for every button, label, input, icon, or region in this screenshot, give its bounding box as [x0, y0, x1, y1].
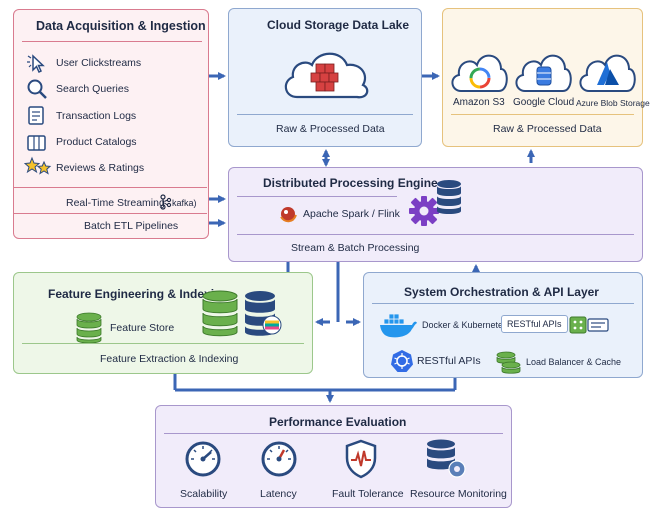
feature-engineering-panel: Feature Engineering & Indexing Feature S…	[13, 272, 313, 374]
provider-azure-blob: Azure Blob Storage	[576, 98, 650, 108]
metric-scalability: Scalability	[180, 488, 228, 500]
spark-flink-icon	[280, 207, 297, 223]
cloud-storage-icon	[284, 52, 369, 99]
search-icon	[27, 79, 47, 99]
kafka-text: kafka	[172, 198, 194, 208]
batch-etl-label: Batch ETL Pipelines	[84, 220, 179, 232]
metric-fault-tolerance: Fault Tolerance	[332, 488, 404, 500]
gauge-icon	[261, 441, 297, 477]
speedometer-icon	[185, 441, 221, 477]
cloud-caption: Raw & Processed Data	[493, 123, 602, 135]
restful-badge: RESTful APIs	[501, 315, 568, 333]
shield-icon	[345, 439, 377, 479]
acquisition-title: Data Acquisition & Ingestion	[36, 19, 206, 33]
item-user-clickstreams: User Clickstreams	[56, 57, 142, 69]
cloud-providers-panel: Amazon S3 Google Cloud Azure Blob Storag…	[442, 8, 650, 147]
gear-icon	[409, 196, 439, 226]
item-reviews-ratings: Reviews & Ratings	[56, 162, 145, 174]
lake-title: Cloud Storage Data Lake	[267, 18, 410, 32]
database-icon	[437, 180, 461, 214]
data-lake-panel: Cloud Storage Data Lake Raw & Processed …	[228, 8, 422, 147]
index-database-icon	[245, 291, 282, 336]
server-gear-icon	[427, 439, 466, 478]
item-product-catalogs: Product Catalogs	[56, 136, 137, 148]
kafka-label: kafka)	[172, 198, 197, 208]
item-transaction-logs: Transaction Logs	[56, 110, 137, 122]
orchestration-title: System Orchestration & API Layer	[404, 285, 599, 299]
api-module-icon	[569, 316, 609, 334]
metric-latency: Latency	[260, 488, 297, 500]
performance-title: Performance Evaluation	[269, 415, 407, 429]
lake-caption: Raw & Processed Data	[276, 123, 385, 135]
kubernetes-icon	[391, 350, 413, 372]
feature-caption: Feature Extraction & Indexing	[100, 353, 239, 365]
real-time-streaming-label: Real-Time Streaming	[66, 197, 165, 209]
restful-apis-label: RESTful APIs	[417, 355, 481, 367]
load-balancer-label: Load Balancer & Cache	[526, 357, 622, 367]
feature-store-label: Feature Store	[110, 322, 175, 334]
processing-title: Distributed Processing Engine	[263, 176, 438, 190]
cursor-icon	[27, 54, 45, 74]
engine-label: Apache Spark / Flink	[303, 208, 400, 220]
provider-amazon-s3: Amazon S3	[453, 97, 505, 108]
processing-engine-panel: Distributed Processing Engine Apache Spa…	[228, 167, 643, 262]
data-acquisition-panel: Data Acquisition & Ingestion User Clicks…	[13, 9, 209, 239]
docker-label: Docker & Kubernetes	[422, 320, 508, 330]
item-search-queries: Search Queries	[56, 83, 129, 95]
database-cloud-icon	[515, 54, 572, 92]
stars-icon	[24, 156, 52, 175]
docker-icon	[380, 313, 417, 338]
metric-resource-monitoring: Resource Monitoring	[410, 488, 507, 500]
feature-store-db-icon	[76, 312, 102, 344]
processing-caption: Stream & Batch Processing	[291, 242, 420, 254]
feature-title: Feature Engineering & Indexing	[48, 287, 229, 301]
google-cloud-style-s3-icon	[451, 54, 508, 92]
azure-icon	[579, 54, 636, 92]
provider-google-cloud: Google Cloud	[513, 97, 575, 108]
kafka-icon	[160, 194, 172, 210]
performance-panel: Performance Evaluation Scalability Laten…	[155, 405, 512, 508]
catalog-box-icon	[27, 135, 46, 151]
log-document-icon	[28, 106, 44, 125]
feature-database-icon	[202, 290, 238, 337]
load-balancer-icon	[496, 351, 521, 374]
orchestration-panel: System Orchestration & API Layer Docker …	[363, 272, 643, 378]
